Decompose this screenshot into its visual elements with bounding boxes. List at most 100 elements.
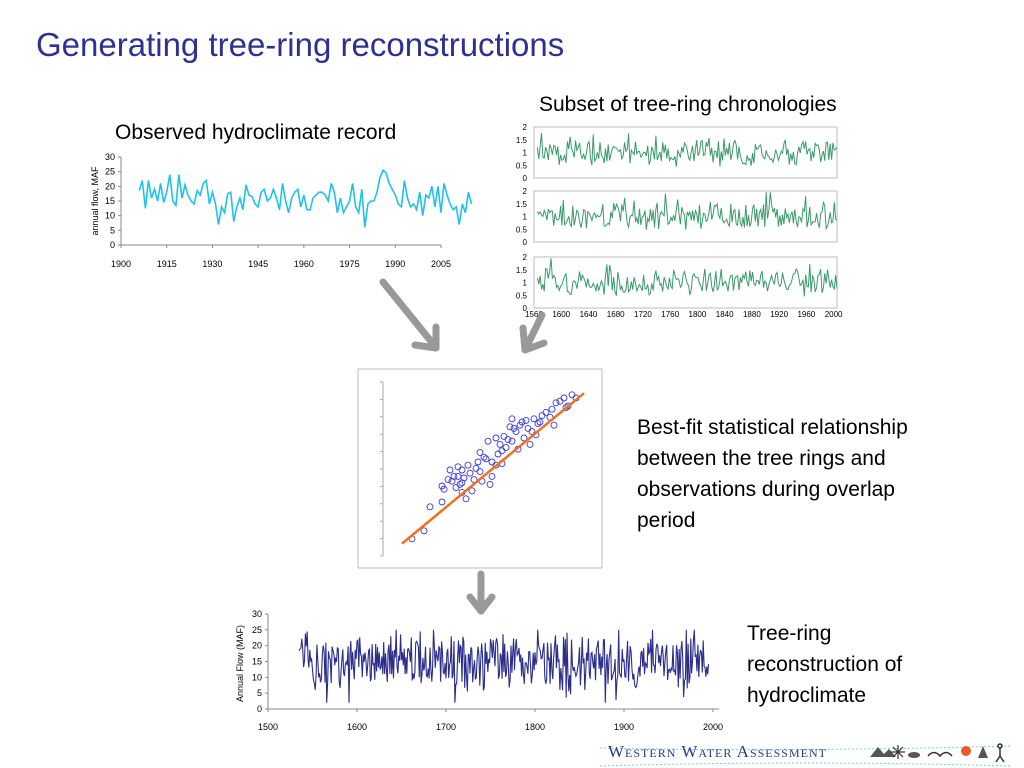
chronology-panel-1 xyxy=(533,126,838,179)
scatter-point xyxy=(462,495,470,503)
chronology-x-tick-label: 1840 xyxy=(716,310,734,319)
scatter-point xyxy=(488,472,496,480)
scatter-point xyxy=(518,418,526,426)
scatter-point xyxy=(438,498,446,506)
recon-y-tick-label: 30 xyxy=(252,609,262,619)
chronology-y-tick-label: 1.5 xyxy=(516,200,528,209)
scatter-point xyxy=(548,405,556,413)
chronology-y-tick-label: 1.5 xyxy=(516,136,528,145)
chronology-series-line-2 xyxy=(536,192,838,231)
mountain-icon xyxy=(870,747,896,757)
scatter-point xyxy=(476,468,484,476)
chronology-x-tick-label: 1960 xyxy=(797,310,815,319)
y-tick-label: 25 xyxy=(105,167,115,177)
y-tick-label: 30 xyxy=(105,152,115,162)
recon-x-tick-label: 1500 xyxy=(258,722,278,732)
chronology-y-tick-label: 0.5 xyxy=(516,161,528,170)
scatter-point xyxy=(482,455,490,463)
scatter-point xyxy=(458,479,466,487)
scatter-point xyxy=(476,448,484,456)
bestfit-description: Best-fit statistical relationship betwee… xyxy=(637,412,908,536)
chronology-x-tick-label: 1720 xyxy=(634,310,652,319)
chronology-y-tick-label: 2 xyxy=(523,123,528,132)
y-tick-label: 0 xyxy=(110,240,115,250)
scatter-point xyxy=(512,428,520,436)
chronology-x-tick-label: 1600 xyxy=(552,310,570,319)
arrow-fit-to-reconstruction xyxy=(466,570,496,615)
observed-record-label: Observed hydroclimate record xyxy=(115,121,397,144)
recon-y-tick-label: 25 xyxy=(252,625,262,635)
y-tick-label: 20 xyxy=(105,181,115,191)
chronology-y-tick-label: 0 xyxy=(523,174,528,183)
y-tick-label: 15 xyxy=(105,196,115,206)
y-axis-label: annual flow, MAF xyxy=(90,166,100,236)
recon-x-tick-label: 1600 xyxy=(347,722,367,732)
recon-y-tick-label: 5 xyxy=(257,688,262,698)
scatter-point xyxy=(562,404,570,412)
scatter-point xyxy=(542,408,550,416)
scatter-point xyxy=(484,437,492,445)
scatter-point xyxy=(486,480,494,488)
x-tick-label: 1945 xyxy=(248,259,268,269)
chronology-y-tick-label: 1 xyxy=(523,213,528,222)
scatter-point xyxy=(458,466,466,474)
x-tick-label: 1960 xyxy=(294,259,314,269)
chronology-y-tick-label: 1 xyxy=(523,149,528,158)
x-tick-label: 2005 xyxy=(431,259,451,269)
scatter-point xyxy=(526,440,534,448)
scatter-point xyxy=(552,399,560,407)
scatter-point xyxy=(466,469,474,477)
scatter-point xyxy=(522,416,530,424)
chronology-y-tick-label: 2 xyxy=(523,187,528,196)
chronology-series-line-3 xyxy=(536,258,838,297)
recon-x-tick-label: 1700 xyxy=(436,722,456,732)
chronology-x-tick-label: 2000 xyxy=(825,310,843,319)
chronology-y-tick-label: 2 xyxy=(523,253,528,262)
recon-y-tick-label: 15 xyxy=(252,657,262,667)
chronology-y-tick-label: 0.5 xyxy=(516,291,528,300)
scatter-point xyxy=(474,458,482,466)
scatter-chart xyxy=(357,368,603,569)
scatter-point xyxy=(564,402,572,410)
reconstruction-line-3: hydroclimate xyxy=(747,684,867,707)
reconstruction-description: Tree-ring reconstruction of hydroclimate xyxy=(747,618,902,711)
x-tick-label: 1900 xyxy=(111,259,131,269)
chronology-y-tick-label: 0 xyxy=(523,238,528,247)
scatter-point xyxy=(534,420,542,428)
recon-y-tick-label: 0 xyxy=(257,704,262,714)
scatter-point xyxy=(468,487,476,495)
bestfit-line-4: period xyxy=(637,509,696,532)
scatter-point xyxy=(530,415,538,423)
person-icon xyxy=(995,743,1005,763)
cloud-icon xyxy=(908,752,920,758)
x-tick-label: 1930 xyxy=(202,259,222,269)
y-tick-label: 5 xyxy=(110,225,115,235)
chronology-x-tick-label: 1640 xyxy=(580,310,598,319)
scatter-point xyxy=(456,480,464,488)
scatter-point xyxy=(448,477,456,485)
chronology-x-tick-label: 1800 xyxy=(689,310,707,319)
scatter-point xyxy=(444,476,452,484)
chronology-y-tick-label: 0.5 xyxy=(516,225,528,234)
slide-title: Generating tree-ring reconstructions xyxy=(36,26,565,63)
scatter-point xyxy=(508,415,516,423)
reconstruction-line-2: reconstruction of xyxy=(747,653,903,676)
scatter-point xyxy=(420,527,428,535)
x-tick-label: 1975 xyxy=(340,259,360,269)
bird-icon xyxy=(927,751,953,758)
scatter-point xyxy=(480,453,488,461)
reconstruction-line-1: Tree-ring xyxy=(747,622,832,645)
scatter-point xyxy=(550,421,558,429)
chronology-panel-3 xyxy=(533,256,838,309)
scatter-point xyxy=(506,423,514,431)
y-tick-label: 10 xyxy=(105,211,115,221)
recon-x-tick-label: 2000 xyxy=(703,722,723,732)
chronology-series-line-1 xyxy=(536,132,838,167)
x-tick-label: 1915 xyxy=(157,259,177,269)
chronology-x-tick-label: 1560 xyxy=(525,310,543,319)
scatter-point xyxy=(504,436,512,444)
chronologies-label: Subset of tree-ring chronologies xyxy=(539,93,837,116)
